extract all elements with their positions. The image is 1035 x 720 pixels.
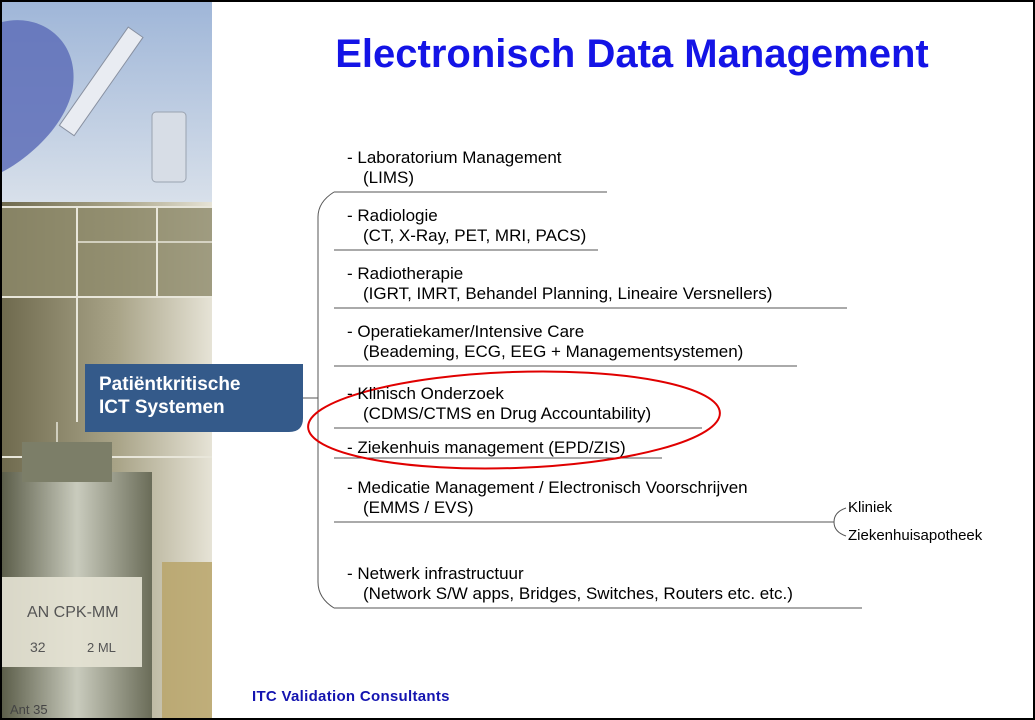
medicatie-sub-branch [833, 507, 847, 537]
vial-top [151, 111, 187, 183]
vial-number-text: 32 [30, 639, 46, 655]
branch-netwerk-infrastructuur: - Netwerk infrastructuur (Network S/W ap… [347, 564, 793, 604]
vial-small-text: 2 ML [87, 640, 116, 655]
branch-laboratorium: - Laboratorium Management (LIMS) [347, 148, 562, 188]
vial-neck [22, 442, 112, 482]
vial-label-text: AN CPK-MM [27, 604, 119, 621]
vial-label [2, 577, 142, 667]
vial-right [162, 562, 212, 718]
medical-photo-strip: AN CPK-MM 32 2 ML Ant 35 [2, 2, 212, 718]
branch-sub: (IGRT, IMRT, Behandel Planning, Lineaire… [363, 284, 773, 303]
branch-sub: (CT, X-Ray, PET, MRI, PACS) [363, 226, 587, 245]
branch-label: - Netwerk infrastructuur [347, 564, 524, 583]
branch-radiotherapie: - Radiotherapie (IGRT, IMRT, Behandel Pl… [347, 264, 772, 304]
branch-operatiekamer: - Operatiekamer/Intensive Care (Beademin… [347, 322, 743, 362]
branch-sub: (LIMS) [363, 168, 414, 187]
branch-label: - Radiologie [347, 206, 438, 225]
slide-title: Electronisch Data Management [335, 32, 929, 76]
root-box-shape [85, 364, 303, 432]
branch-sub: (Beademing, ECG, EEG + Managementsysteme… [363, 342, 744, 361]
highlight-ellipse [307, 370, 721, 470]
vial-bottom-text: Ant 35 [10, 702, 48, 717]
footer-company: ITC Validation Consultants [252, 688, 450, 705]
branch-label: - Operatiekamer/Intensive Care [347, 322, 585, 341]
root-label-line2: ICT Systemen [99, 397, 225, 418]
branch-sub: (CDMS/CTMS en Drug Accountability) [363, 404, 652, 423]
grid-tile-1 [2, 207, 212, 297]
root-node-patientkritische-ict: Patiëntkritische ICT Systemen [85, 364, 303, 432]
leaf-kliniek: Kliniek [848, 499, 893, 516]
leaf-ziekenhuisapotheek: Ziekenhuisapotheek [848, 527, 983, 544]
branch-trunk [317, 191, 335, 609]
glove-hand [2, 20, 74, 172]
branch-label: - Klinisch Onderzoek [347, 384, 504, 403]
branch-label: - Laboratorium Management [347, 148, 562, 167]
branch-label: - Ziekenhuis management (EPD/ZIS) [347, 438, 626, 457]
root-label-line1: Patiëntkritische [99, 374, 241, 395]
branch-sub: (Network S/W apps, Bridges, Switches, Ro… [363, 584, 793, 603]
syringe [58, 26, 144, 137]
branch-label: - Medicatie Management / Electronisch Vo… [347, 478, 748, 497]
branch-medicatie-management: - Medicatie Management / Electronisch Vo… [347, 478, 748, 518]
branch-klinisch-onderzoek: - Klinisch Onderzoek (CDMS/CTMS en Drug … [347, 384, 651, 424]
branch-radiologie: - Radiologie (CT, X-Ray, PET, MRI, PACS) [347, 206, 586, 246]
branch-sub: (EMMS / EVS) [363, 498, 474, 517]
branch-ziekenhuis-management: - Ziekenhuis management (EPD/ZIS) [347, 438, 626, 458]
branch-label: - Radiotherapie [347, 264, 464, 283]
